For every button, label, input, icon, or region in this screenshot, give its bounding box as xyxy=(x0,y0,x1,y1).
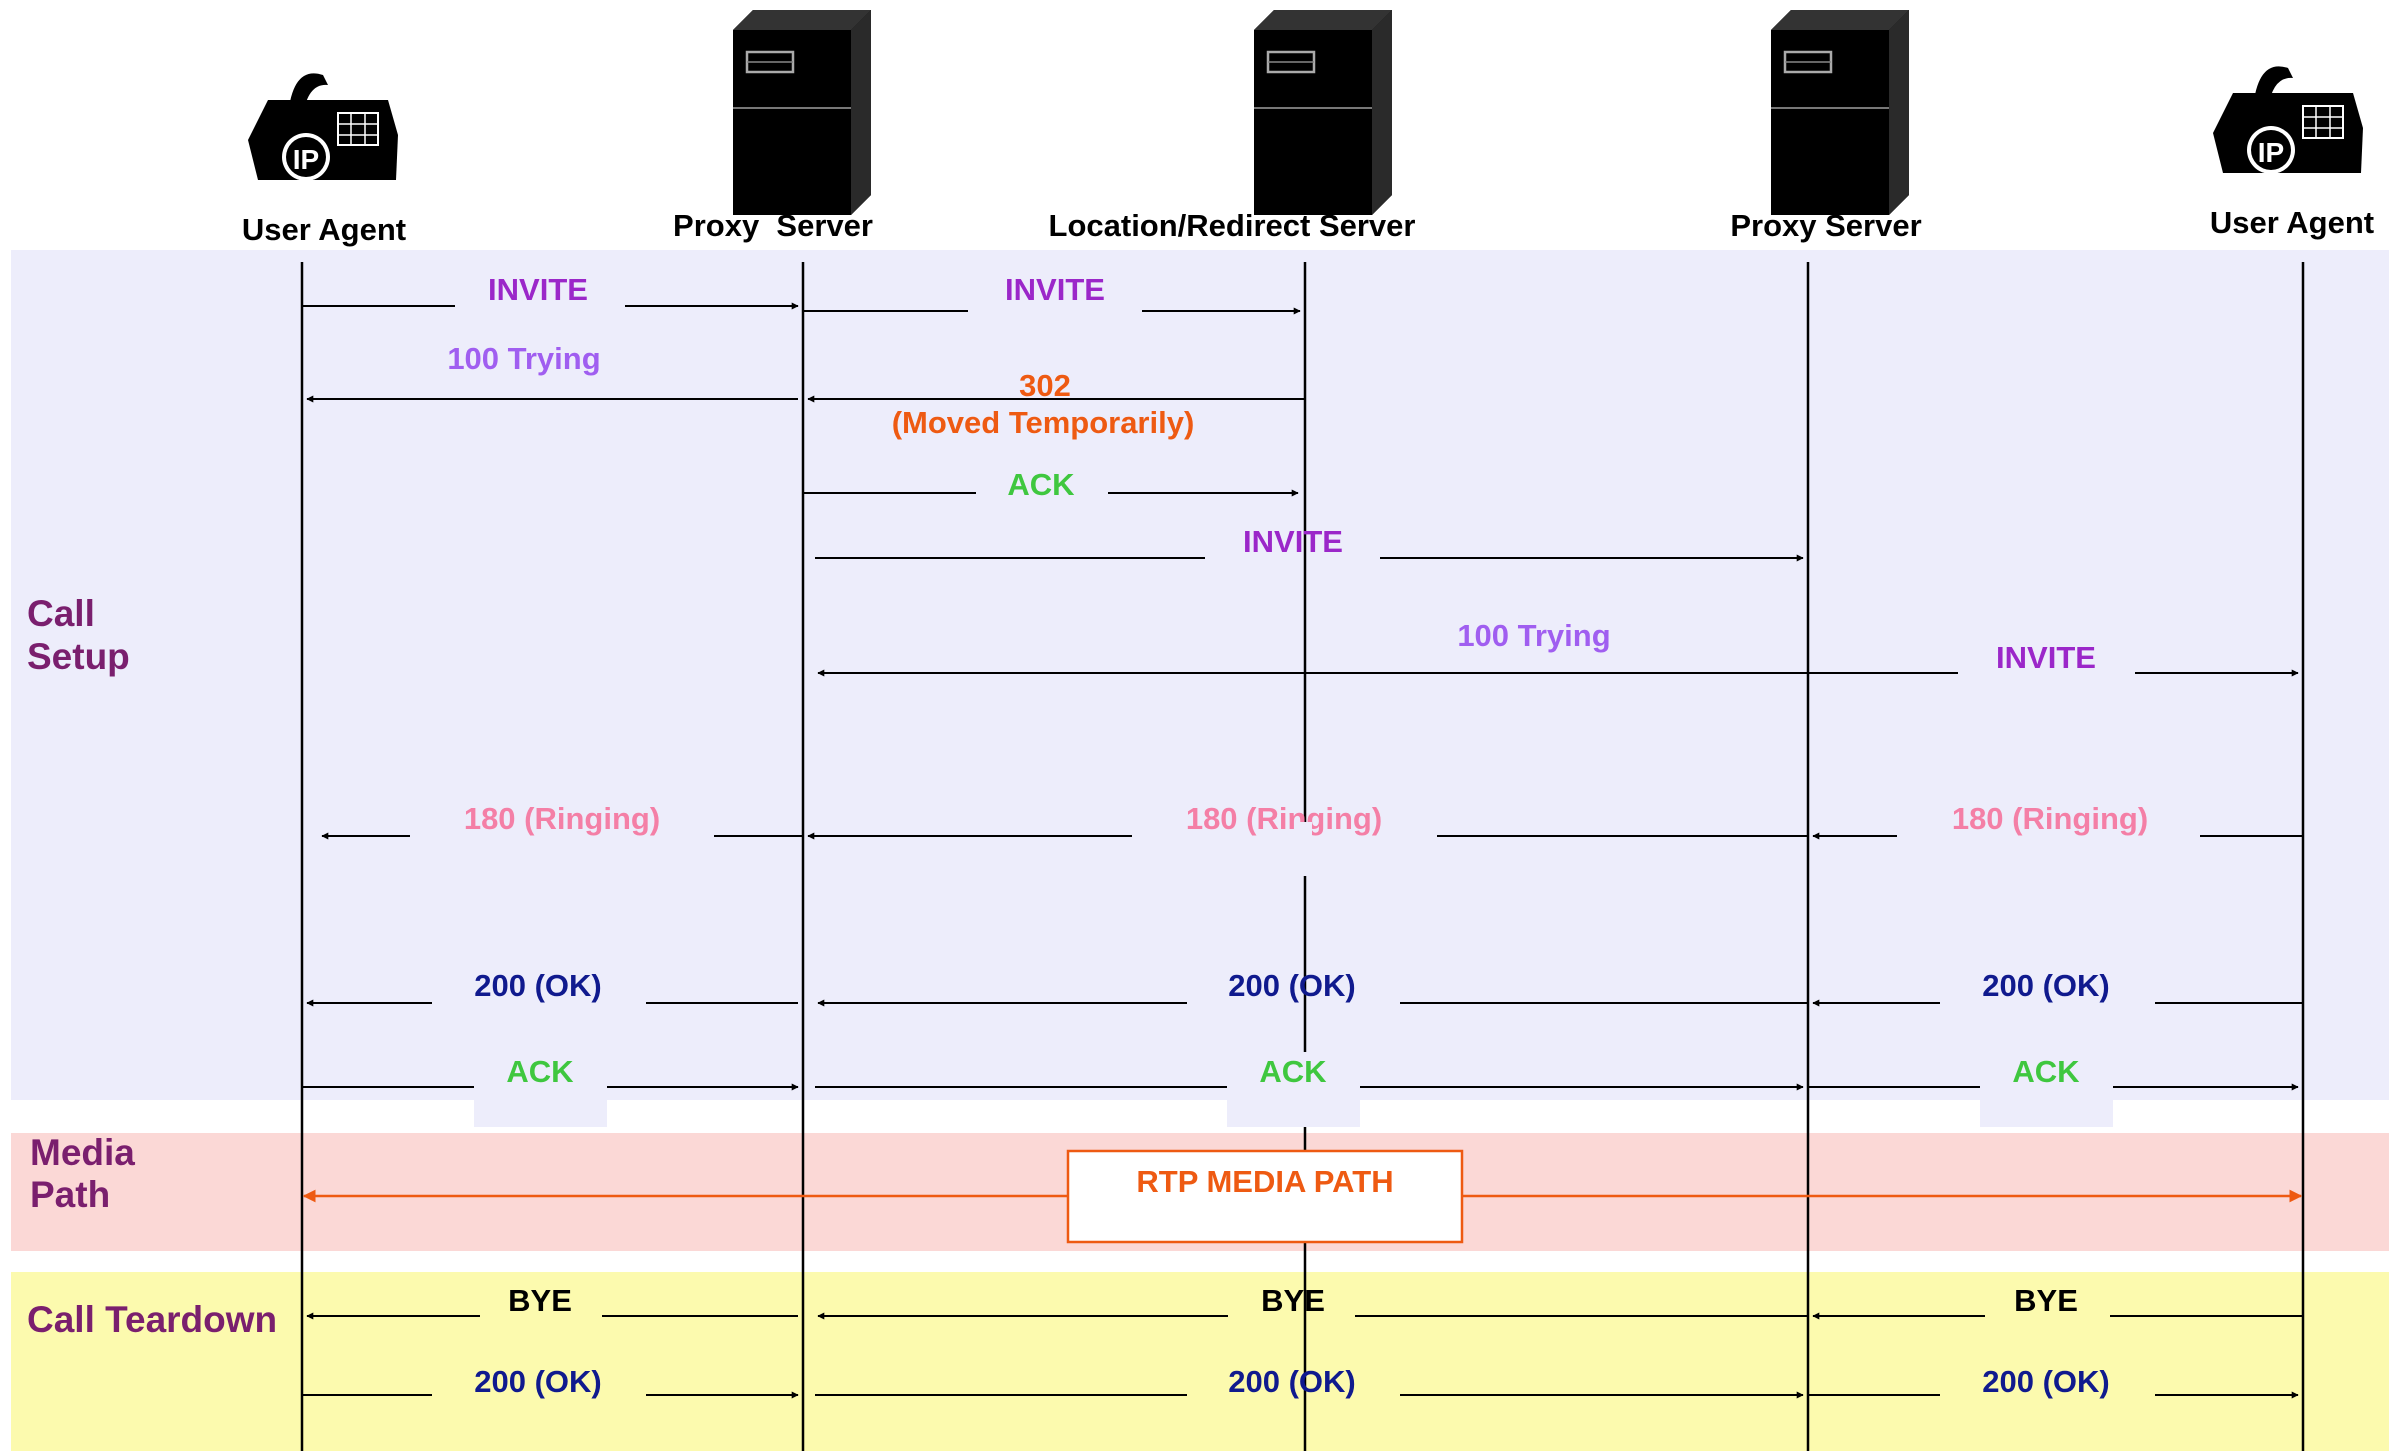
entity-label-location-server: Location/Redirect Server xyxy=(1049,208,1416,243)
media-path-label-2: Path xyxy=(30,1174,110,1215)
message-ok-6: 200 (OK) xyxy=(1982,1364,2109,1399)
message-ok-4: 200 (OK) xyxy=(474,1364,601,1399)
call-setup-label: Call xyxy=(27,593,95,634)
ip-phone-icon xyxy=(247,72,399,182)
media-path-text: RTP MEDIA PATH xyxy=(1136,1164,1393,1199)
entity-label-proxy-left: Proxy Server xyxy=(673,208,873,243)
ip-phone-icon xyxy=(2212,65,2364,175)
message-ack-4: ACK xyxy=(2012,1054,2080,1089)
entity-label-proxy-right: Proxy Server xyxy=(1730,208,1921,243)
message-ok-2: 200 (OK) xyxy=(1228,968,1355,1003)
message-bye-2: BYE xyxy=(1261,1283,1325,1318)
message-invite-2: INVITE xyxy=(1005,272,1105,307)
call-setup-label-2: Setup xyxy=(27,636,130,677)
server-icon xyxy=(731,8,873,217)
message-ok-3: 200 (OK) xyxy=(1982,968,2109,1003)
call-teardown-band xyxy=(11,1272,2389,1451)
message-redirect-code: 302 xyxy=(1019,368,1071,403)
message-ack-2: ACK xyxy=(506,1054,574,1089)
ack-label-box xyxy=(1227,1052,1360,1127)
message-trying-1: 100 Trying xyxy=(447,341,600,376)
message-invite-3: INVITE xyxy=(1243,524,1343,559)
lifeline-gap xyxy=(1298,822,1312,876)
ack-label-box xyxy=(474,1052,607,1127)
message-ringing-3: 180 (Ringing) xyxy=(1952,801,2148,836)
message-bye-1: BYE xyxy=(508,1283,572,1318)
entity-label-user-agent-left: User Agent xyxy=(242,212,406,247)
message-ringing-1: 180 (Ringing) xyxy=(464,801,660,836)
ip-badge-text: IP xyxy=(2258,137,2284,168)
call-teardown-label: Call Teardown xyxy=(27,1299,277,1340)
entity-label-user-agent-right: User Agent xyxy=(2210,205,2374,240)
message-bye-3: BYE xyxy=(2014,1283,2078,1318)
message-invite-1: INVITE xyxy=(488,272,588,307)
message-ok-1: 200 (OK) xyxy=(474,968,601,1003)
message-ack-3: ACK xyxy=(1259,1054,1327,1089)
call-setup-band xyxy=(11,250,2389,1100)
server-icon xyxy=(1769,8,1911,217)
message-invite-4: INVITE xyxy=(1996,640,2096,675)
message-trying-2: 100 Trying xyxy=(1457,618,1610,653)
message-redirect-text: (Moved Temporarily) xyxy=(892,405,1195,440)
message-ringing-2: 180 (Ringing) xyxy=(1186,801,1382,836)
media-path-box xyxy=(1066,1149,1464,1244)
message-ok-5: 200 (OK) xyxy=(1228,1364,1355,1399)
message-ack-1: ACK xyxy=(1007,467,1075,502)
media-path-label: Media xyxy=(30,1132,135,1173)
ack-label-box xyxy=(1980,1052,2113,1127)
ip-badge-text: IP xyxy=(293,144,319,175)
server-icon xyxy=(1252,8,1394,217)
